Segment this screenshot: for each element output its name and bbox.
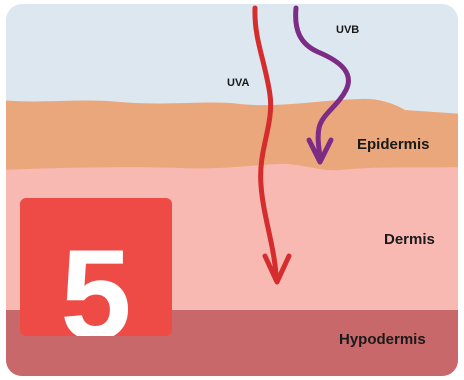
dermis-label: Dermis — [384, 231, 435, 248]
uva-label: UVA — [227, 77, 249, 89]
hypodermis-label: Hypodermis — [339, 331, 426, 348]
step-number-badge: 5 — [20, 198, 172, 336]
step-number: 5 — [20, 198, 172, 336]
epidermis-label: Epidermis — [357, 136, 430, 153]
uvb-label: UVB — [336, 24, 359, 36]
